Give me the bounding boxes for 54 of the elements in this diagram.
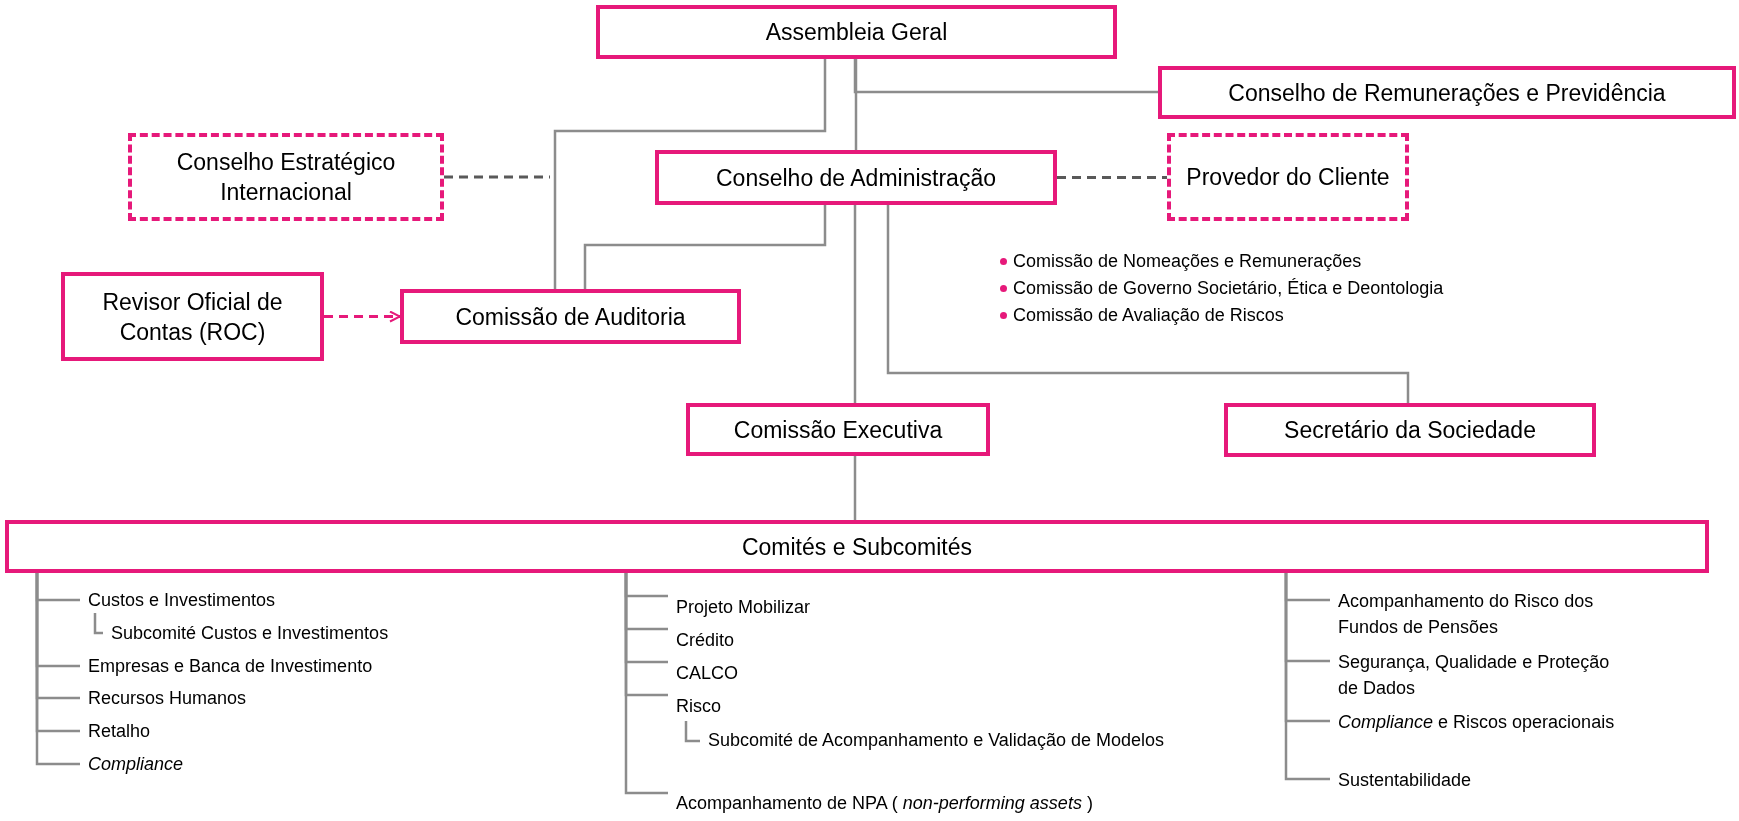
connector-line: [1057, 176, 1167, 179]
committee-label: Crédito: [668, 627, 1028, 655]
connector-line: [886, 205, 1410, 403]
box-label: Conselho de Administração: [716, 163, 996, 193]
org-box: [596, 5, 1117, 59]
committee-label: CALCO: [668, 660, 1028, 688]
committee-label: Empresas e Banca de Investimento: [80, 653, 460, 679]
connector-line: [854, 59, 858, 150]
box-label: Assembleia Geral: [765, 18, 948, 47]
committee-label: Custos e Investimentos: [80, 587, 440, 613]
committee-label: Retalho: [80, 718, 440, 744]
box-label: Provedor do Cliente: [1186, 163, 1390, 192]
connector-line: [553, 59, 827, 289]
committee-label: Risco: [668, 693, 1028, 721]
committee-name: Comissão de Nomeações e Remunerações: [1013, 250, 1362, 273]
box-label: Revisor Oficial de Contas (ROC): [101, 287, 284, 347]
org-box: [61, 272, 324, 361]
dashed-org-box: [1167, 133, 1409, 221]
org-box: [1158, 66, 1736, 119]
box-label: Conselho Estratégico Internacional: [175, 148, 397, 207]
org-box: [400, 289, 741, 344]
committee-label: Compliance e Riscos operacionais: [1330, 709, 1690, 735]
connector-line: [684, 721, 700, 743]
committee-label: Recursos Humanos: [80, 685, 440, 711]
committee-label: Acompanhamento do Risco dos Fundos de Pensões: [1330, 588, 1630, 640]
box-label: Conselho de Remunerações e Previdência: [1228, 78, 1666, 108]
connector-line: [853, 59, 1158, 94]
box-label: Comités e Subcomités: [741, 532, 973, 562]
committee-label: Subcomité de Acompanhamento e Validação de Modelos: [700, 727, 1170, 779]
connector-line: [35, 573, 80, 766]
org-box: [686, 403, 990, 456]
committee-label: Sustentabilidade: [1330, 767, 1690, 793]
committee-label: Segurança, Qualidade e Proteção de Dados: [1330, 649, 1630, 701]
box-label: Comissão Executiva: [733, 415, 943, 445]
committee-label: Subcomité Custos e Investimentos: [103, 620, 483, 646]
committee-label: Compliance: [80, 751, 440, 777]
committee-label: Acompanhamento de NPA ( non-performing assets ): [668, 790, 1188, 818]
committee-name: Comissão de Avaliação de Riscos: [1013, 304, 1284, 327]
connector-line: [853, 456, 857, 520]
box-label: Secretário da Sociedade: [1284, 416, 1536, 445]
connector-line: [624, 573, 668, 795]
org-box: [1224, 403, 1596, 457]
dashed-org-box: [128, 133, 444, 221]
arrow: [324, 310, 401, 323]
committee-name: Comissão de Governo Societário, Ética e Deontologia: [1013, 277, 1444, 300]
connector-line: [1284, 573, 1330, 781]
committee-label: Projeto Mobilizar: [668, 594, 1028, 622]
connector-line: [93, 613, 103, 635]
connector-line: [444, 175, 552, 179]
org-box: [655, 150, 1057, 205]
connector-line: [583, 205, 827, 289]
org-box: [5, 520, 1709, 573]
connector-line: [853, 205, 857, 403]
box-label: Comissão de Auditoria: [455, 302, 686, 332]
